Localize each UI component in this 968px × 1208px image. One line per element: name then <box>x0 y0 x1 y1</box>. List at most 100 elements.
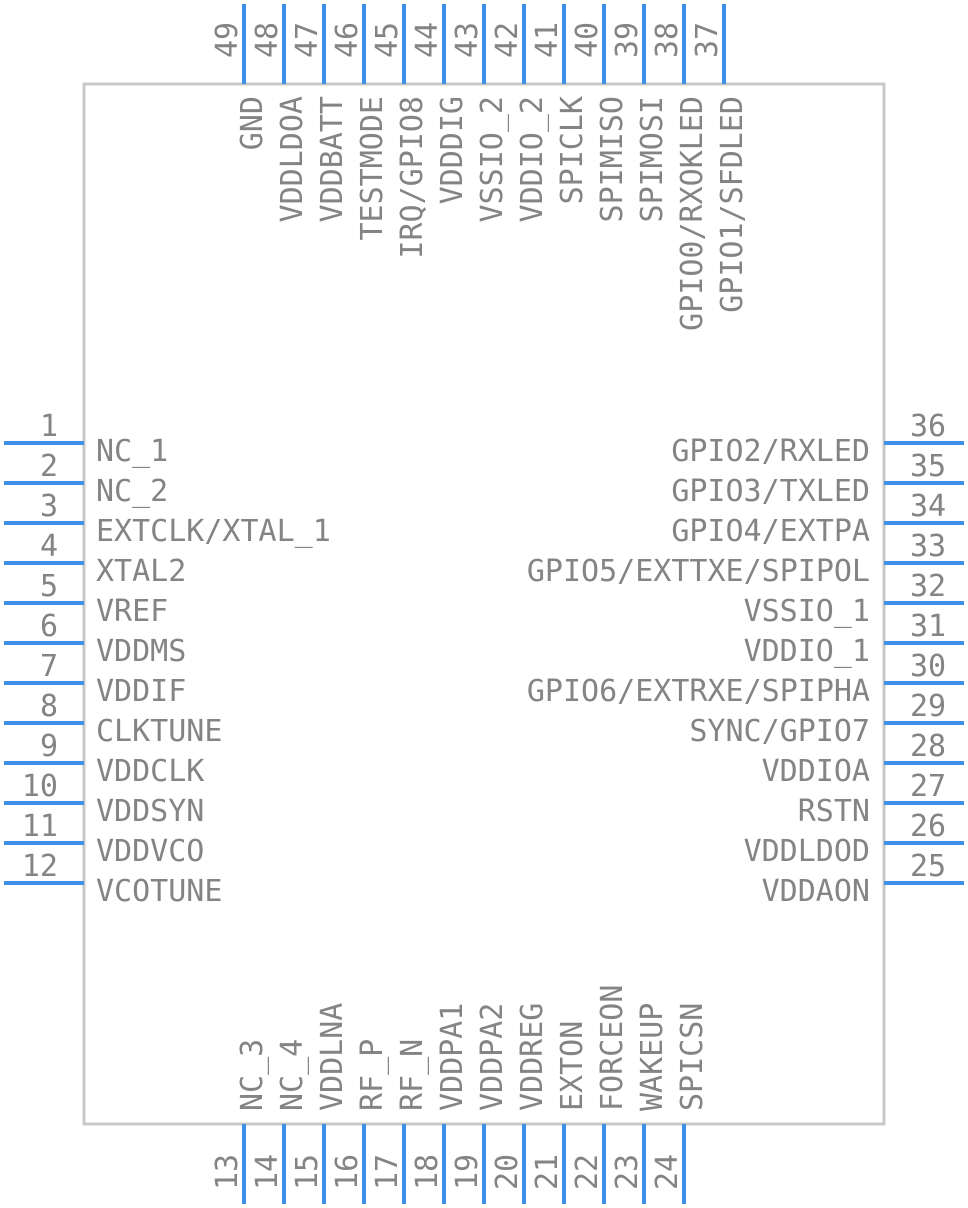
pin-46-number: 46 <box>330 22 365 58</box>
pin-38-number: 38 <box>650 22 685 58</box>
pin-33-number: 33 <box>910 529 946 564</box>
pin-8-number: 8 <box>40 689 58 724</box>
pin-34-label: GPIO4/EXTPA <box>671 514 870 549</box>
pin-14-number: 14 <box>250 1154 285 1190</box>
pin-4-label: XTAL2 <box>96 554 186 589</box>
pin-5-label: VREF <box>96 594 168 629</box>
pin-24-label: SPICSN <box>675 1003 710 1111</box>
pin-17-number: 17 <box>370 1154 405 1190</box>
pin-30-label: GPIO6/EXTRXE/SPIPHA <box>527 674 870 709</box>
pin-44-label: VDDDIG <box>435 96 470 204</box>
pin-29-number: 29 <box>910 689 946 724</box>
pin-8-label: CLKTUNE <box>96 714 222 749</box>
pin-38-label: GPIO0/RXOKLED <box>675 96 710 331</box>
pin-1-label: NC_1 <box>96 434 168 469</box>
pin-47-label: VDDBATT <box>315 96 350 222</box>
pin-15-number: 15 <box>290 1154 325 1190</box>
pin-35-label: GPIO3/TXLED <box>671 474 870 509</box>
pin-48-label: VDDLDOA <box>275 96 310 222</box>
pin-25-number: 25 <box>910 849 946 884</box>
pin-27-number: 27 <box>910 769 946 804</box>
pin-49-number: 49 <box>210 22 245 58</box>
pin-16-label: RF_P <box>355 1039 390 1111</box>
pin-28-number: 28 <box>910 729 946 764</box>
pin-4-number: 4 <box>40 529 58 564</box>
pin-37-number: 37 <box>690 22 725 58</box>
pin-46-label: TESTMODE <box>355 96 390 241</box>
pin-41-label: SPICLK <box>555 96 590 204</box>
pin-43-label: VSSIO_2 <box>475 96 510 222</box>
pin-31-number: 31 <box>910 609 946 644</box>
pin-35-number: 35 <box>910 449 946 484</box>
pin-44-number: 44 <box>410 22 445 58</box>
pin-26-label: VDDLDOD <box>744 834 870 869</box>
pin-14-label: NC_4 <box>275 1039 310 1111</box>
right-pin-group: 25VDDAON26VDDLDOD27RSTN28VDDIOA29SYNC/GP… <box>527 409 964 909</box>
pin-7-label: VDDIF <box>96 674 186 709</box>
pin-41-number: 41 <box>530 22 565 58</box>
pin-23-number: 23 <box>610 1154 645 1190</box>
pin-5-number: 5 <box>40 569 58 604</box>
pin-49-label: GND <box>235 96 270 150</box>
pin-36-label: GPIO2/RXLED <box>671 434 870 469</box>
pin-32-number: 32 <box>910 569 946 604</box>
pin-26-number: 26 <box>910 809 946 844</box>
pin-10-number: 10 <box>22 769 58 804</box>
pin-6-label: VDDMS <box>96 634 186 669</box>
pin-3-label: EXTCLK/XTAL_1 <box>96 514 331 549</box>
pin-36-number: 36 <box>910 409 946 444</box>
pin-39-label: SPIMOSI <box>635 96 670 222</box>
pin-29-label: SYNC/GPIO7 <box>689 714 870 749</box>
pin-2-number: 2 <box>40 449 58 484</box>
pin-19-number: 19 <box>450 1154 485 1190</box>
pin-45-number: 45 <box>370 22 405 58</box>
pin-32-label: VSSIO_1 <box>744 594 870 629</box>
pin-9-number: 9 <box>40 729 58 764</box>
pin-6-number: 6 <box>40 609 58 644</box>
pin-48-number: 48 <box>250 22 285 58</box>
pin-42-label: VDDIO_2 <box>515 96 550 222</box>
pin-21-number: 21 <box>530 1154 565 1190</box>
pin-27-label: RSTN <box>798 794 870 829</box>
pin-13-label: NC_3 <box>235 1039 270 1111</box>
bottom-pin-group: 13 NC_3 14 NC_4 15 VDDLNA 16 RF_P 17 RF_N 18 VDDPA1… <box>210 985 710 1204</box>
pin-33-label: GPIO5/EXTTXE/SPIPOL <box>527 554 870 589</box>
pin-11-label: VDDVCO <box>96 834 204 869</box>
pin-15-label: VDDLNA <box>315 1003 350 1111</box>
pin-40-label: SPIMISO <box>595 96 630 222</box>
pin-10-label: VDDSYN <box>96 794 204 829</box>
pin-30-number: 30 <box>910 649 946 684</box>
pin-13-number: 13 <box>210 1154 245 1190</box>
pin-18-number: 18 <box>410 1154 445 1190</box>
pin-40-number: 40 <box>570 22 605 58</box>
pin-39-number: 39 <box>610 22 645 58</box>
pin-21-label: EXTON <box>555 1021 590 1111</box>
pin-22-label: FORCEON <box>595 985 630 1111</box>
pin-31-label: VDDIO_1 <box>744 634 870 669</box>
pin-16-number: 16 <box>330 1154 365 1190</box>
pin-3-number: 3 <box>40 489 58 524</box>
pin-9-label: VDDCLK <box>96 754 204 789</box>
pin-45-label: IRQ/GPIO8 <box>395 96 430 259</box>
pin-12-number: 12 <box>22 849 58 884</box>
pin-18-label: VDDPA1 <box>435 1003 470 1111</box>
pin-7-number: 7 <box>40 649 58 684</box>
pin-43-number: 43 <box>450 22 485 58</box>
pin-42-number: 42 <box>490 22 525 58</box>
pin-11-number: 11 <box>22 809 58 844</box>
pin-2-label: NC_2 <box>96 474 168 509</box>
pin-22-number: 22 <box>570 1154 605 1190</box>
pin-25-label: VDDAON <box>762 874 870 909</box>
pin-23-label: WAKEUP <box>635 1003 670 1111</box>
pin-20-label: VDDREG <box>515 1003 550 1111</box>
pin-1-number: 1 <box>40 409 58 444</box>
pin-20-number: 20 <box>490 1154 525 1190</box>
pin-24-number: 24 <box>650 1154 685 1190</box>
pin-17-label: RF_N <box>395 1039 430 1111</box>
pin-37-label: GPIO1/SFDLED <box>715 96 750 313</box>
pin-12-label: VCOTUNE <box>96 874 222 909</box>
pin-19-label: VDDPA2 <box>475 1003 510 1111</box>
